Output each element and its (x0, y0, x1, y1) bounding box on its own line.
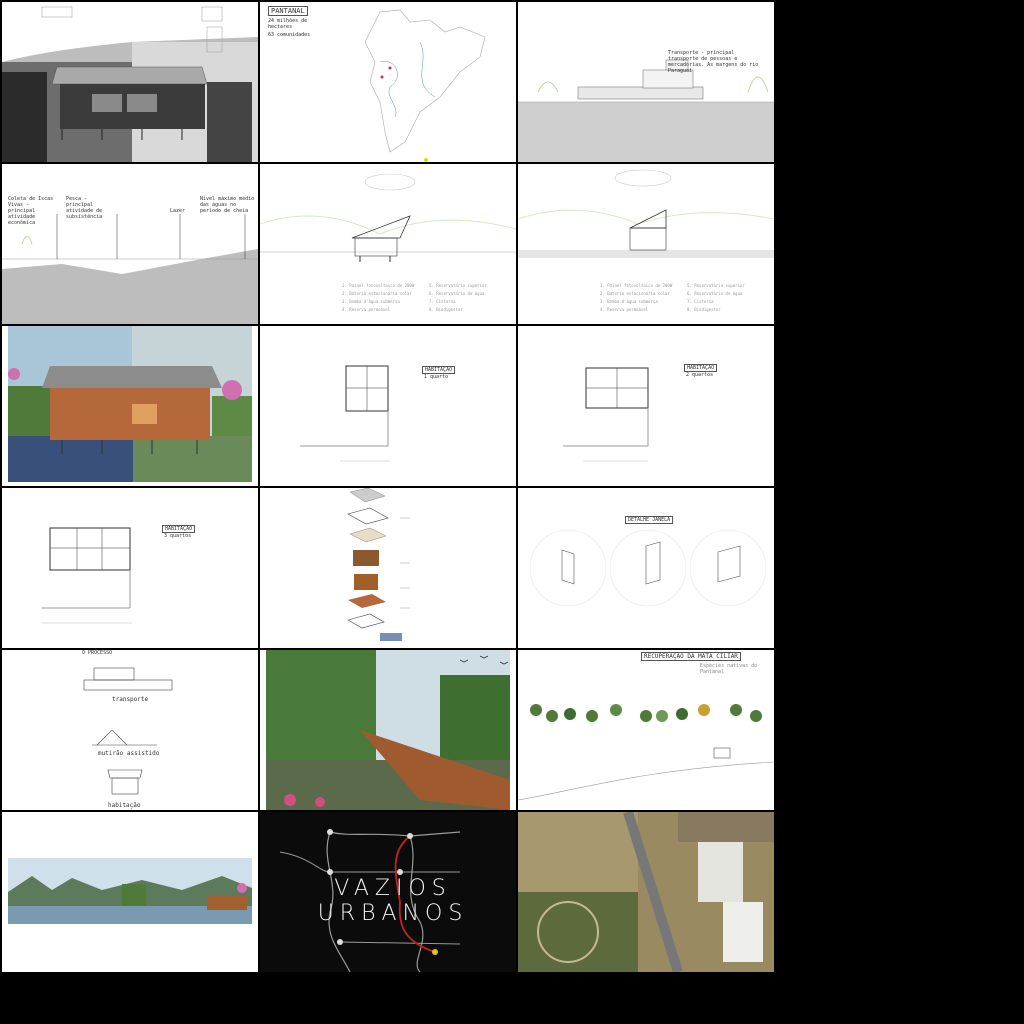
tile-riverside-house-elevation[interactable] (2, 2, 258, 162)
house-render-image (8, 326, 252, 482)
panorama-image (8, 858, 252, 924)
tile-pantanal-map[interactable]: PANTANAL 24 milhões de hectares 63 comun… (260, 2, 516, 162)
plan-1-title: HABITAÇÃO (422, 366, 456, 374)
riverside-house-drawing (2, 2, 258, 162)
fishing-label: Pesca - principal atividade de subsistên… (66, 196, 103, 220)
tree-icon (518, 704, 774, 801)
exploded-axonometric-drawing (347, 488, 410, 641)
bait-collection-label: Coleta de Iscas Vivas - principal ativid… (8, 196, 54, 226)
plan-3-subtitle: 3 quartos (164, 533, 192, 539)
process-step-habitacao: habitação (108, 802, 141, 809)
tile-plan-2-bedrooms[interactable]: HABITAÇÃO 2 quartos (518, 326, 774, 486)
riparian-title: RECUPERAÇÃO DA MATA CILIAR (641, 652, 741, 661)
pantanal-title: PANTANAL (268, 6, 308, 16)
process-step-mutirao: mutirão assistido (98, 750, 160, 757)
tile-river-deck-render[interactable] (260, 650, 516, 810)
river-deck-render-image (266, 650, 510, 810)
window-detail-title: DETALHE JANELA (625, 516, 674, 524)
pantanal-area-stat: 24 milhões de hectares (268, 18, 308, 30)
process-title: O PROCESSO (82, 650, 113, 656)
tile-aerial-city[interactable] (518, 812, 774, 972)
flood-level-label: Nível máximo médio das águas no período … (200, 196, 255, 214)
tile-panorama[interactable] (2, 812, 258, 972)
map-icon (364, 9, 486, 162)
plan-2-title: HABITAÇÃO (684, 364, 718, 372)
tile-house-render[interactable] (2, 326, 258, 486)
floor-plan-3-bedrooms (42, 527, 132, 624)
terrain-section-drawing (2, 214, 258, 324)
tile-riparian-recovery[interactable]: RECUPERAÇÃO DA MATA CILIAR Espécies nati… (518, 650, 774, 810)
house-icon (260, 173, 516, 262)
tile-window-detail[interactable]: DETALHE JANELA (518, 488, 774, 648)
tile-exploded-axonometric[interactable] (260, 488, 516, 648)
vazios-urbanos-title: VAZIOS URBANOS (317, 876, 469, 926)
tile-plan-1-bedroom[interactable]: HABITAÇÃO 1 quarto (260, 326, 516, 486)
boat-icon (518, 59, 774, 162)
urban-network-drawing (260, 812, 516, 972)
tile-river-boat-section[interactable]: Transporte - principal transporte de pes… (518, 2, 774, 162)
bird-icon (459, 659, 469, 663)
plan-1-subtitle: 1 quarto (424, 374, 449, 380)
tile-vazios-urbanos[interactable]: VAZIOS URBANOS (260, 812, 516, 972)
process-step-transport: transporte (112, 696, 149, 703)
plan-2-subtitle: 2 quartos (686, 372, 714, 378)
aerial-city-image (518, 812, 774, 972)
floor-plan-1-bedroom (300, 365, 390, 462)
tile-river-terrain-section[interactable]: Coleta de Iscas Vivas - principal ativid… (2, 164, 258, 324)
plan-3-title: HABITAÇÃO (162, 525, 196, 533)
house-icon (518, 169, 774, 258)
riparian-subtitle: Espécies nativas do Pantanal (700, 663, 758, 675)
leisure-label: Lazer (170, 208, 186, 214)
floor-plan-2-bedrooms (563, 367, 649, 462)
transport-note: Transporte - principal transporte de pes… (668, 50, 759, 74)
window-detail-drawing (529, 529, 767, 607)
tile-plan-3-bedrooms[interactable]: HABITAÇÃO 3 quartos (2, 488, 258, 648)
process-drawing (83, 667, 173, 795)
tile-process[interactable]: O PROCESSO transporte mutirão assistido … (2, 650, 258, 810)
pantanal-communities-stat: 63 comunidades (268, 32, 311, 38)
